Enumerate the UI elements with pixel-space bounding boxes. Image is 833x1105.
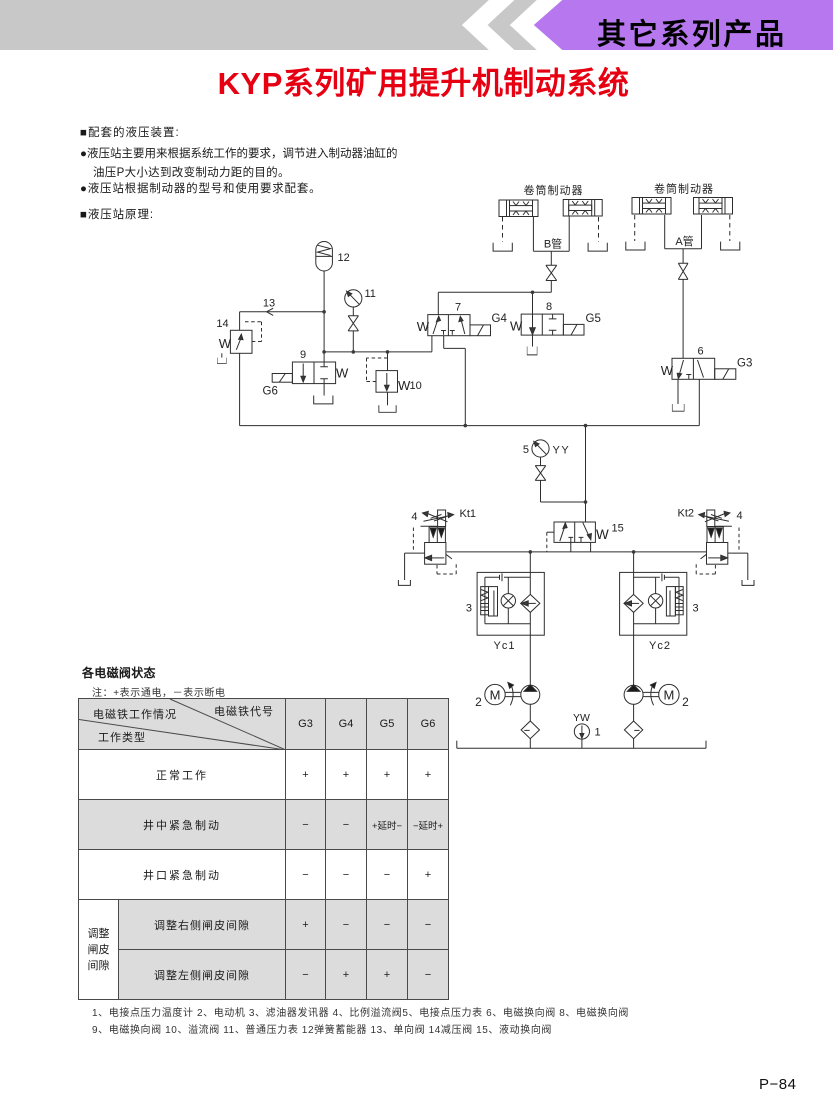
svg-text:W: W bbox=[398, 378, 411, 393]
svg-text:A管: A管 bbox=[675, 234, 693, 248]
svg-text:G6: G6 bbox=[263, 386, 278, 398]
svg-text:2: 2 bbox=[682, 695, 689, 709]
svg-text:G3: G3 bbox=[737, 358, 752, 370]
svg-text:Kt2: Kt2 bbox=[678, 508, 695, 520]
svg-text:G5: G5 bbox=[586, 313, 601, 325]
svg-text:卷筒制动器: 卷筒制动器 bbox=[524, 183, 584, 197]
svg-text:13: 13 bbox=[263, 298, 275, 310]
svg-text:W: W bbox=[661, 363, 674, 378]
svg-text:Yc2: Yc2 bbox=[649, 640, 671, 652]
svg-text:G4: G4 bbox=[492, 313, 508, 325]
svg-text:W: W bbox=[596, 527, 609, 542]
svg-text:12: 12 bbox=[338, 252, 350, 264]
svg-text:Yc1: Yc1 bbox=[494, 640, 516, 652]
svg-text:8: 8 bbox=[546, 301, 552, 313]
svg-text:4: 4 bbox=[737, 510, 743, 522]
svg-text:B管: B管 bbox=[544, 237, 562, 251]
svg-text:6: 6 bbox=[697, 346, 703, 358]
svg-text:9: 9 bbox=[300, 349, 306, 361]
svg-text:5: 5 bbox=[523, 444, 529, 456]
svg-text:1: 1 bbox=[595, 727, 601, 739]
svg-text:W: W bbox=[336, 366, 349, 381]
svg-text:W: W bbox=[219, 336, 232, 351]
svg-text:W: W bbox=[417, 319, 430, 334]
svg-text:W: W bbox=[510, 319, 523, 334]
svg-text:M: M bbox=[490, 687, 501, 702]
svg-text:14: 14 bbox=[216, 318, 228, 330]
svg-text:YW: YW bbox=[573, 712, 590, 724]
svg-text:15: 15 bbox=[612, 523, 624, 535]
svg-text:2: 2 bbox=[475, 695, 482, 709]
svg-text:10: 10 bbox=[410, 380, 422, 392]
svg-text:11: 11 bbox=[365, 288, 376, 300]
svg-text:7: 7 bbox=[455, 302, 461, 314]
svg-text:YY: YY bbox=[553, 445, 571, 457]
svg-text:Kt1: Kt1 bbox=[460, 508, 477, 520]
svg-text:卷筒制动器: 卷筒制动器 bbox=[654, 182, 714, 196]
svg-text:3: 3 bbox=[693, 603, 699, 615]
svg-text:M: M bbox=[663, 687, 674, 702]
svg-text:3: 3 bbox=[466, 603, 472, 615]
svg-text:4: 4 bbox=[411, 511, 417, 523]
